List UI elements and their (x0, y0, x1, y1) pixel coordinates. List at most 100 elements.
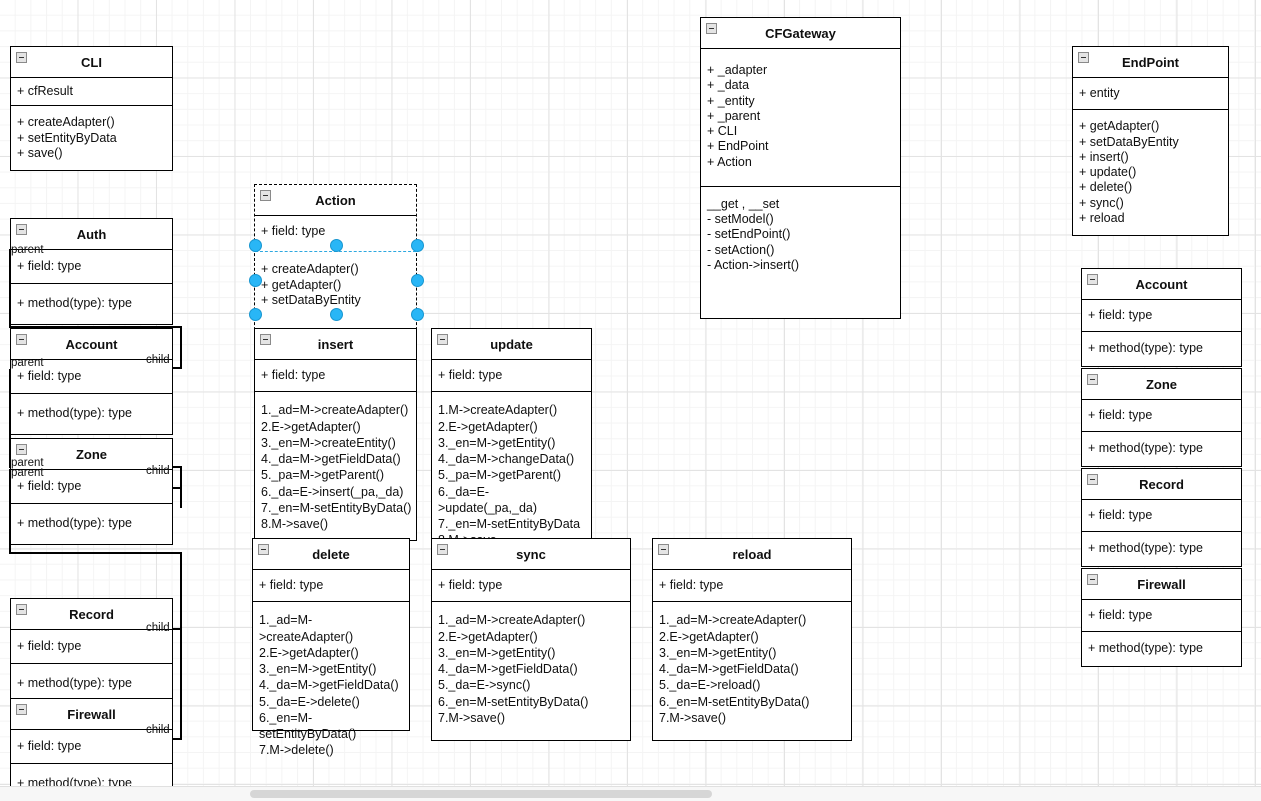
class-operations-reload: 1._ad=M->createAdapter() 2.E->getAdapter… (659, 613, 810, 725)
class-box-update[interactable]: update + field: type 1.M->createAdapter(… (431, 328, 592, 558)
class-box-insert[interactable]: insert + field: type 1._ad=M->createAdap… (254, 328, 417, 542)
class-attributes-delete: + field: type (253, 570, 409, 603)
class-operations-endpoint: + getAdapter() + setDataByEntity + inser… (1079, 119, 1179, 225)
horizontal-scrollbar-track[interactable] (0, 786, 1261, 801)
collapse-icon[interactable] (258, 544, 269, 555)
class-title-record-right: Record (1082, 469, 1241, 500)
class-attributes-reload: + field: type (653, 570, 851, 603)
class-operations-update: 1.M->createAdapter() 2.E->getAdapter() 3… (438, 403, 581, 547)
class-attributes-account-right: + field: type (1082, 300, 1241, 333)
class-attributes-endpoint: + entity (1073, 78, 1228, 111)
selection-handle-top-left[interactable] (249, 239, 262, 252)
class-name-record-left: Record (69, 607, 114, 622)
collapse-icon[interactable] (1087, 474, 1098, 485)
collapse-icon[interactable] (16, 52, 27, 63)
selection-handle-top-center[interactable] (330, 239, 343, 252)
connector-record-firewall-down[interactable] (180, 552, 182, 739)
class-operations-insert: 1._ad=M->createAdapter() 2.E->getAdapter… (261, 403, 412, 531)
class-title-reload: reload (653, 539, 851, 570)
class-box-account-right[interactable]: Account + field: type + method(type): ty… (1081, 268, 1242, 367)
class-attributes-auth: + field: type (11, 250, 172, 285)
collapse-icon[interactable] (437, 334, 448, 345)
class-operations-account-right: + method(type): type (1088, 341, 1203, 356)
class-title-zone-right: Zone (1082, 369, 1241, 400)
class-attributes-zone-right: + field: type (1082, 400, 1241, 433)
collapse-icon[interactable] (16, 444, 27, 455)
class-operations-action: + createAdapter() + getAdapter() + setDa… (261, 262, 361, 307)
connector-label-zone-parent-b: parent (11, 467, 44, 479)
class-title-sync: sync (432, 539, 630, 570)
class-name-account-left: Account (65, 337, 118, 352)
class-name-endpoint: EndPoint (1121, 55, 1180, 70)
collapse-icon[interactable] (16, 224, 27, 235)
class-box-record-left[interactable]: Record + field: type + method(type): typ… (10, 598, 173, 705)
class-attributes-zone-left: + field: type (11, 470, 172, 505)
class-attributes-record-right: + field: type (1082, 500, 1241, 533)
class-operations-auth: + method(type): type (17, 296, 132, 311)
class-title-record-left: Record (11, 599, 172, 630)
class-name-sync: sync (516, 547, 546, 562)
selection-handle-bottom-right[interactable] (411, 308, 424, 321)
connector-auth-to-account[interactable] (9, 326, 181, 328)
class-attributes-cfgateway: + _adapter + _data + _entity + _parent +… (701, 49, 900, 187)
class-box-cli[interactable]: CLI + cfResult + createAdapter() + setEn… (10, 46, 173, 171)
collapse-icon[interactable] (16, 334, 27, 345)
connector-account-parent-down[interactable] (9, 369, 11, 467)
class-box-zone-left[interactable]: Zone + field: type + method(type): type (10, 438, 173, 545)
class-box-reload[interactable]: reload + field: type 1._ad=M->createAdap… (652, 538, 852, 741)
class-box-firewall-right[interactable]: Firewall + field: type + method(type): t… (1081, 568, 1242, 667)
class-attributes-record-left: + field: type (11, 630, 172, 665)
class-title-cli: CLI (11, 47, 172, 78)
class-title-delete: delete (253, 539, 409, 570)
connector-label-auth-parent: parent (11, 244, 44, 256)
connector-zone-parent-down[interactable] (9, 469, 11, 553)
class-box-account-left[interactable]: Account + field: type + method(type): ty… (10, 328, 173, 435)
horizontal-scrollbar-thumb[interactable] (250, 790, 712, 798)
collapse-icon[interactable] (1078, 52, 1089, 63)
connector-auth-parent-down[interactable] (9, 249, 11, 327)
selection-handle-bottom-center[interactable] (330, 308, 343, 321)
collapse-icon[interactable] (658, 544, 669, 555)
class-title-action: Action (255, 185, 416, 216)
class-attributes-insert: + field: type (255, 360, 416, 393)
connector-label-record-child: child (146, 622, 170, 634)
selection-handle-middle-right[interactable] (411, 274, 424, 287)
class-name-delete: delete (312, 547, 350, 562)
selection-handle-top-right[interactable] (411, 239, 424, 252)
selection-handle-bottom-left[interactable] (249, 308, 262, 321)
class-box-firewall-left[interactable]: Firewall + field: type + method(type): t… (10, 698, 173, 786)
class-title-account-left: Account (11, 329, 172, 360)
class-title-update: update (432, 329, 591, 360)
connector-account-child-down[interactable] (180, 326, 182, 368)
collapse-icon[interactable] (1087, 574, 1098, 585)
collapse-icon[interactable] (706, 23, 717, 34)
selection-handle-middle-left[interactable] (249, 274, 262, 287)
class-name-cfgateway: CFGateway (765, 26, 836, 41)
class-box-sync[interactable]: sync + field: type 1._ad=M->createAdapte… (431, 538, 631, 741)
class-box-delete[interactable]: delete + field: type 1._ad=M->createAdap… (252, 538, 410, 757)
class-box-auth[interactable]: Auth + field: type + method(type): type (10, 218, 173, 325)
class-box-cfgateway[interactable]: CFGateway + _adapter + _data + _entity +… (700, 17, 901, 319)
connector-zone-to-record[interactable] (9, 552, 181, 554)
collapse-icon[interactable] (1087, 274, 1098, 285)
class-box-endpoint[interactable]: EndPoint + entity + getAdapter() + setDa… (1072, 46, 1229, 236)
class-operations-zone-left: + method(type): type (17, 516, 132, 531)
class-title-firewall-left: Firewall (11, 699, 172, 730)
connector-label-zone-child: child (146, 465, 170, 477)
class-box-record-right[interactable]: Record + field: type + method(type): typ… (1081, 468, 1242, 567)
class-operations-firewall-left: + method(type): type (17, 776, 132, 786)
class-attributes-cli: + cfResult (11, 78, 172, 107)
collapse-icon[interactable] (260, 334, 271, 345)
class-attributes-sync: + field: type (432, 570, 630, 603)
class-title-auth: Auth (11, 219, 172, 250)
collapse-icon[interactable] (16, 704, 27, 715)
collapse-icon[interactable] (1087, 374, 1098, 385)
class-name-cli: CLI (81, 55, 102, 70)
collapse-icon[interactable] (437, 544, 448, 555)
collapse-icon[interactable] (16, 604, 27, 615)
class-operations-delete: 1._ad=M->createAdapter() 2.E->getAdapter… (259, 613, 399, 758)
collapse-icon[interactable] (260, 190, 271, 201)
class-box-zone-right[interactable]: Zone + field: type + method(type): type (1081, 368, 1242, 467)
class-name-auth: Auth (76, 227, 107, 242)
